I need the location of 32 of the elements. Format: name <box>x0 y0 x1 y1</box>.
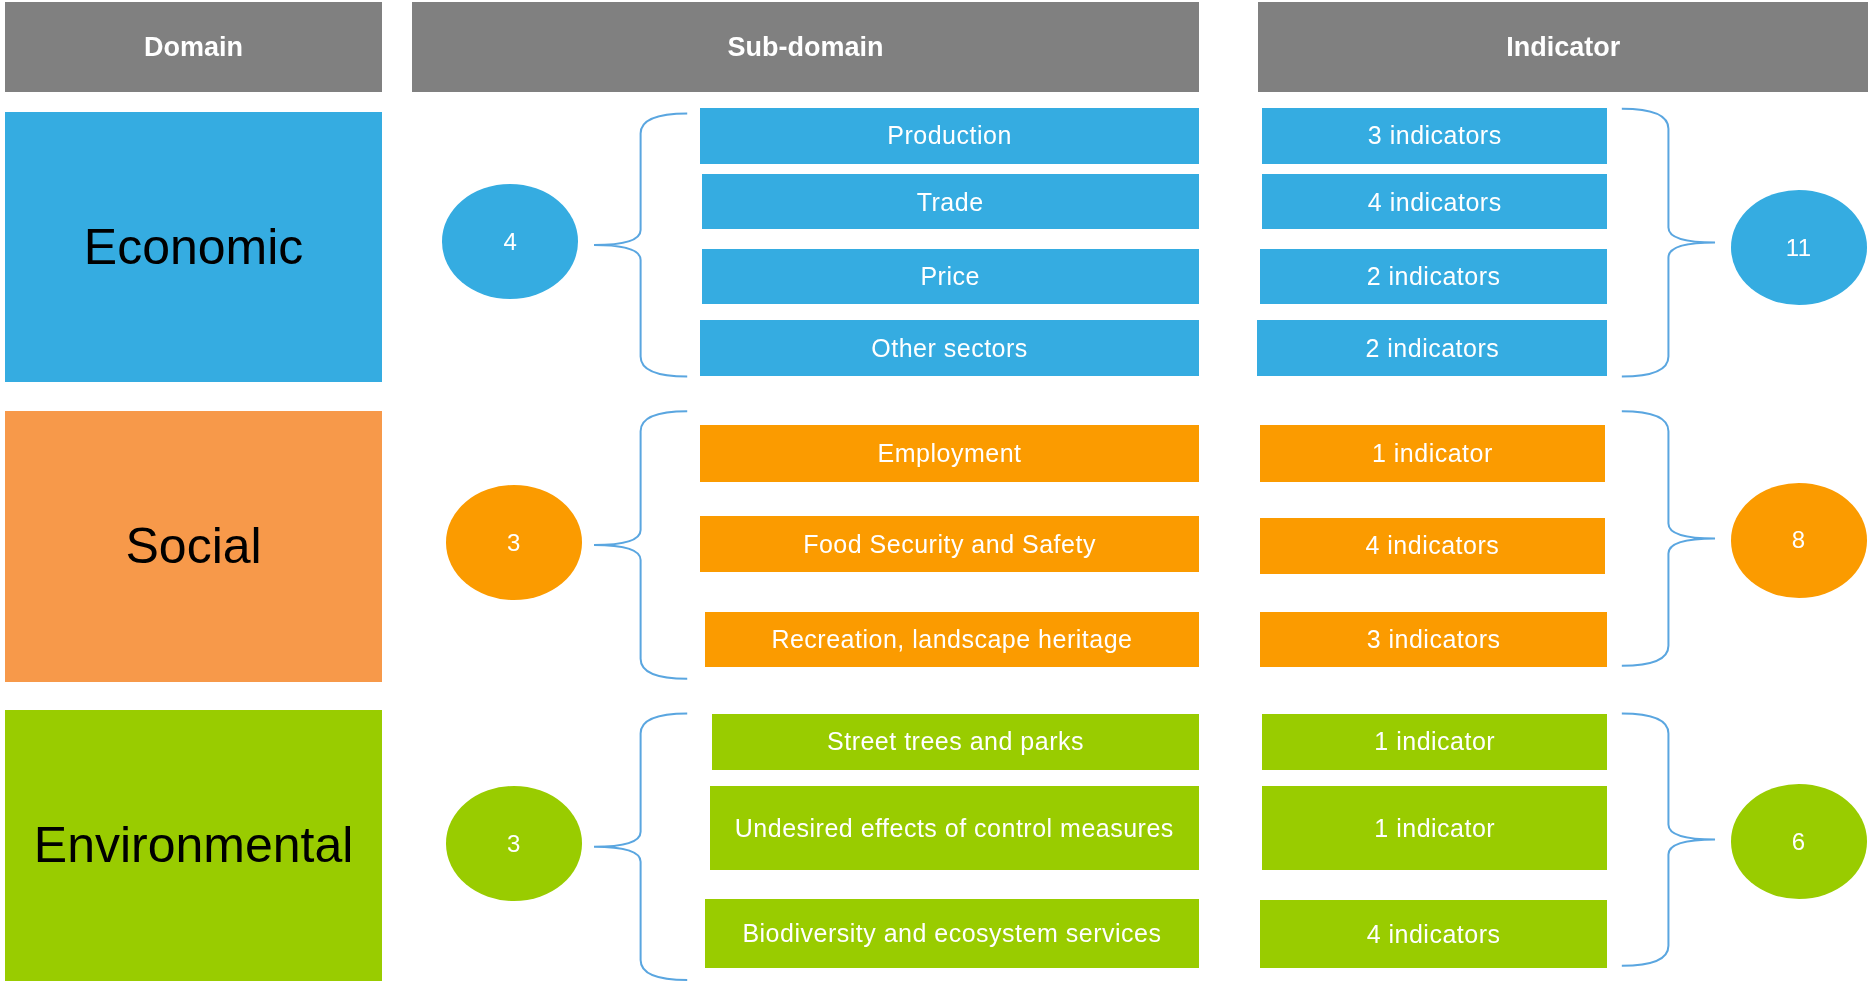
count-circle: 4 <box>442 184 579 299</box>
column-header: Indicator <box>1258 2 1868 92</box>
category-box: Employment <box>700 425 1199 482</box>
category-box: 1 indicator <box>1259 425 1606 482</box>
category-box: 1 indicator <box>1262 713 1608 770</box>
category-box: 3 indicators <box>1259 611 1608 667</box>
category-box: Production <box>700 107 1199 164</box>
category-box: 2 indicators <box>1257 320 1608 377</box>
category-box: 1 indicator <box>1262 786 1608 871</box>
count-circle: 8 <box>1730 482 1867 598</box>
category-box: Trade <box>701 174 1199 230</box>
domain-box: Environmental <box>4 709 383 982</box>
count-circle: 11 <box>1730 190 1867 305</box>
category-box: 4 indicators <box>1259 899 1608 969</box>
category-box: 4 indicators <box>1262 174 1608 230</box>
category-box: Undesired effects of control measures <box>709 786 1199 871</box>
column-header: Domain <box>4 2 383 92</box>
category-box: Price <box>701 248 1199 304</box>
category-box: Recreation, landscape heritage <box>705 611 1199 667</box>
domain-box: Economic <box>4 112 383 383</box>
category-box: 4 indicators <box>1259 517 1606 574</box>
category-box: Food Security and Safety <box>700 516 1199 573</box>
category-box: 2 indicators <box>1259 248 1608 304</box>
category-box: Street trees and parks <box>712 713 1199 770</box>
column-header: Sub-domain <box>412 2 1199 92</box>
count-circle: 6 <box>1730 784 1867 899</box>
category-box: Other sectors <box>700 320 1199 377</box>
domain-box: Social <box>4 411 383 683</box>
count-circle: 3 <box>445 786 582 902</box>
count-circle: 3 <box>445 485 582 600</box>
category-box: 3 indicators <box>1262 107 1608 164</box>
category-box: Biodiversity and ecosystem services <box>705 898 1199 969</box>
